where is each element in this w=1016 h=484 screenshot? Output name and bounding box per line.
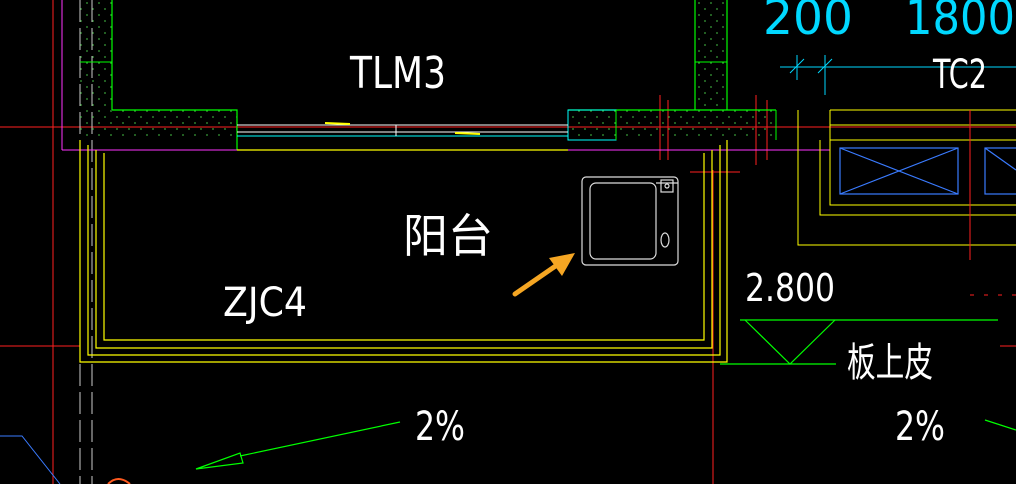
orange-arc: [107, 478, 131, 484]
balcony-outline: [79, 140, 728, 363]
pointer-arrow: [512, 253, 575, 297]
dim-200: 200: [763, 0, 853, 46]
room-label: 阳台: [403, 209, 493, 263]
dimension-lines: [780, 55, 1016, 95]
slope-right: 2%: [895, 404, 945, 450]
washing-machine-symbol: [581, 176, 679, 266]
door-label: TLM3: [349, 48, 446, 99]
slope-arrows: [195, 419, 1016, 470]
slope-left: 2%: [415, 404, 465, 450]
elevation-symbol: [720, 319, 998, 365]
top-wall-band: [62, 0, 830, 151]
lower-misc-lines: [0, 435, 61, 484]
tc-label: TC2: [932, 52, 987, 98]
elevation-note: 板上皮: [847, 340, 933, 386]
dim-1800: 1800: [905, 0, 1015, 46]
right-block: [797, 109, 1016, 296]
elevation-value: 2.800: [745, 266, 835, 310]
window-label: ZJC4: [223, 280, 307, 326]
door-threshold: [237, 122, 568, 137]
